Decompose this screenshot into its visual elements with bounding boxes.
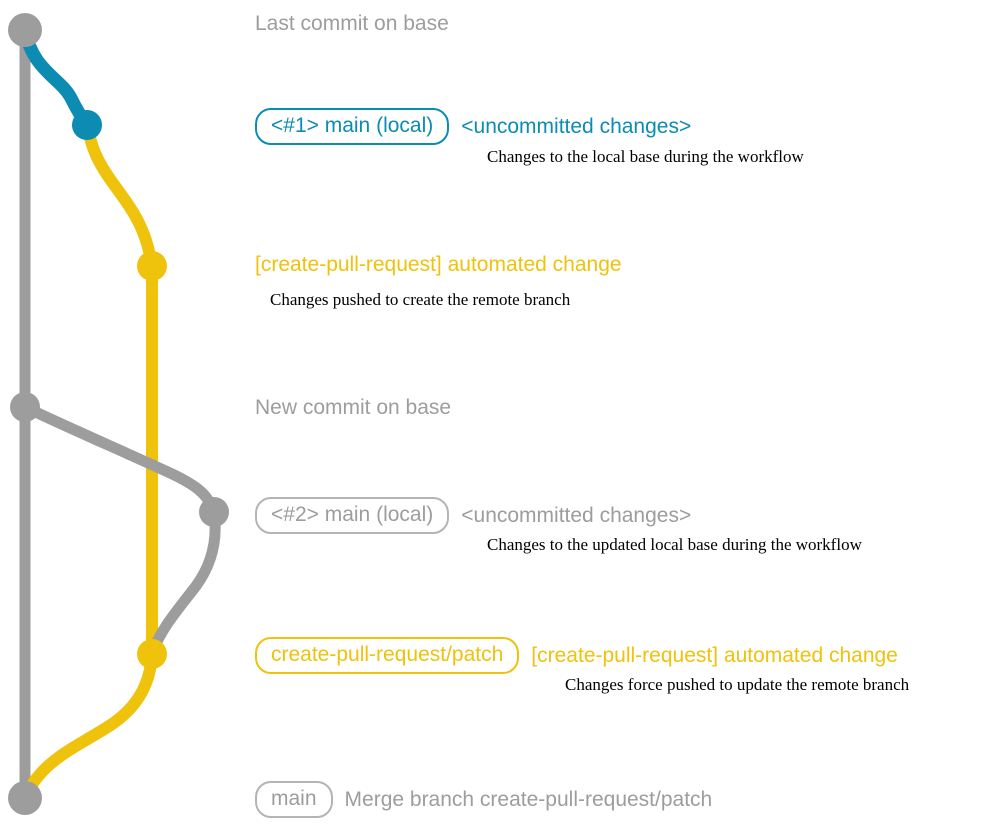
commit-row-local-uncommitted-2: <#2> main (local) <uncommitted changes>	[255, 497, 691, 534]
commit-node-base-merge	[8, 781, 42, 815]
commit-node-patch-1	[137, 251, 167, 281]
commit-message: New commit on base	[255, 396, 452, 419]
ref-badge-main-local-2[interactable]: <#2> main (local)	[255, 497, 450, 534]
commit-message: <uncommitted changes>	[461, 114, 692, 138]
ref-badge-main-local-1[interactable]: <#1> main (local)	[255, 108, 450, 145]
commit-graph	[8, 13, 229, 815]
commit-description: Changes force pushed to update the remot…	[565, 675, 910, 694]
commit-description: Changes to the updated local base during…	[487, 535, 862, 554]
commit-node-patch-2	[137, 639, 167, 669]
commit-message: [create-pull-request] automated change	[255, 253, 622, 276]
commit-message: Merge branch create-pull-request/patch	[344, 787, 713, 811]
commit-node-base-new	[10, 392, 40, 422]
commit-row-automated-change-2: create-pull-request/patch [create-pull-r…	[255, 637, 898, 674]
commit-node-base-last	[8, 13, 42, 47]
commit-row-automated-change-1: [create-pull-request] automated change	[255, 253, 622, 277]
commit-row-last-commit-on-base: Last commit on base	[255, 12, 449, 36]
commit-description: Changes to the local base during the wor…	[487, 147, 804, 166]
commit-row-local-uncommitted-1: <#1> main (local) <uncommitted changes>	[255, 108, 691, 145]
commit-message: <uncommitted changes>	[461, 503, 692, 527]
commit-node-local-1	[72, 110, 102, 140]
ref-badge-create-pull-request-patch[interactable]: create-pull-request/patch	[255, 637, 520, 674]
commit-row-new-commit-on-base: New commit on base	[255, 396, 451, 420]
commit-message: [create-pull-request] automated change	[531, 643, 898, 667]
commit-message: Last commit on base	[255, 12, 449, 35]
commit-node-local-2	[199, 497, 229, 527]
ref-badge-main[interactable]: main	[255, 781, 333, 818]
commit-description: Changes pushed to create the remote bran…	[270, 290, 571, 309]
commit-row-merge-commit: main Merge branch create-pull-request/pa…	[255, 781, 712, 818]
